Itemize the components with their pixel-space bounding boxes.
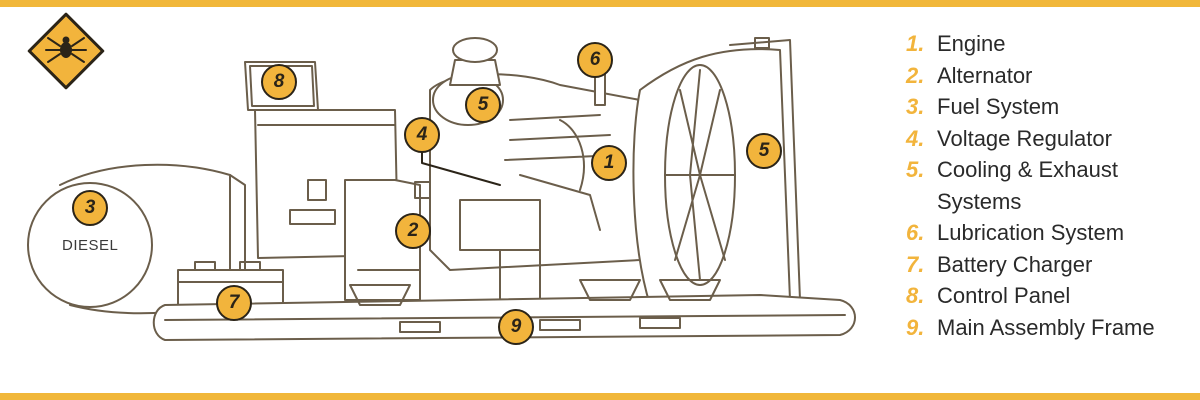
callout-control-panel: 8 bbox=[261, 64, 297, 100]
fuel-tank-label: DIESEL bbox=[62, 237, 119, 254]
legend-item-fuel-system: 3.Fuel System bbox=[906, 94, 1060, 119]
callout-lubrication: 6 bbox=[577, 42, 613, 78]
callout-exhaust: 5 bbox=[465, 87, 501, 123]
top-accent-band bbox=[0, 0, 1200, 7]
legend-item-voltage-regulator: 4.Voltage Regulator bbox=[906, 125, 1112, 151]
callout-main-frame: 9 bbox=[498, 309, 534, 345]
component-legend: 1.Engine 2.Alternator 3.Fuel System 4.Vo… bbox=[906, 28, 1196, 343]
spider-warning-diamond-icon bbox=[27, 12, 105, 90]
callout-engine: 1 bbox=[591, 145, 627, 181]
generator-illustration bbox=[27, 12, 856, 341]
alternator-housing bbox=[254, 109, 438, 301]
legend-item-battery-charger: 7.Battery Charger bbox=[906, 251, 1093, 277]
callout-fuel-system: 3 bbox=[72, 190, 108, 226]
legend-item-lubrication: 6.Lubrication System bbox=[906, 220, 1125, 245]
regulator-leader-line bbox=[421, 149, 501, 186]
radiator bbox=[632, 37, 801, 306]
legend-item-cooling-exhaust: 5.Cooling & Exhaust Systems bbox=[906, 157, 1118, 214]
callout-voltage-regulator: 4 bbox=[404, 117, 440, 153]
legend-item-control-panel: 8.Control Panel bbox=[906, 283, 1071, 308]
bottom-accent-band bbox=[0, 393, 1200, 400]
legend-item-engine: 1.Engine bbox=[906, 31, 1006, 56]
legend-item-main-frame: 9.Main Assembly Frame bbox=[906, 314, 1155, 340]
callout-cooling: 5 bbox=[746, 133, 782, 169]
legend-item-alternator: 2.Alternator bbox=[906, 62, 1033, 88]
callout-alternator: 2 bbox=[395, 213, 431, 249]
engine-block bbox=[429, 37, 641, 301]
callout-battery-charger: 7 bbox=[216, 285, 252, 321]
